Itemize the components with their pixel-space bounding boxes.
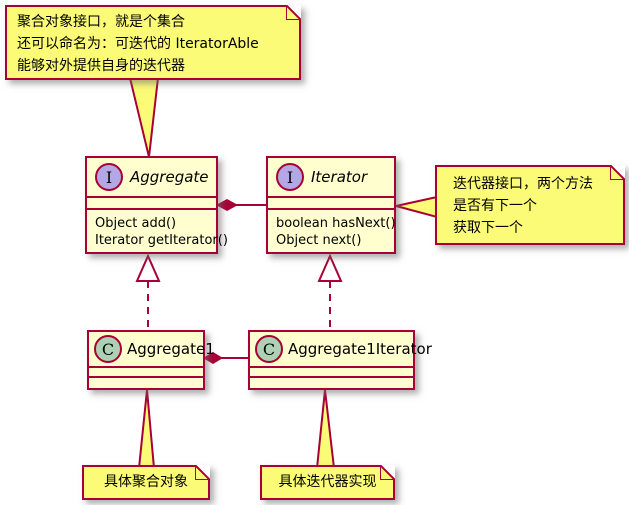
class-name: Aggregate: [130, 168, 209, 186]
class-name: Aggregate1: [127, 340, 215, 358]
class-name: Iterator: [311, 168, 368, 186]
note-iterator: 迭代器接口，两个方法 是否有下一个 获取下一个: [435, 165, 625, 245]
methods-compartment: [89, 378, 203, 388]
method: Object next(): [276, 233, 362, 248]
note-tail-top: [128, 77, 160, 158]
note-tail-right: [395, 195, 438, 219]
note-text: 具体聚合对象: [104, 474, 188, 490]
class-header: I Iterator: [268, 158, 394, 198]
class-box-iterator: I Iterator boolean hasNext() Object next…: [266, 156, 396, 254]
note-text: 还可以命名为：可迭代的 IteratorAble: [17, 36, 259, 52]
class-badge-icon: C: [94, 335, 122, 363]
class-header: C Aggregate1: [89, 332, 215, 368]
note-fold-corner-icon: [610, 165, 625, 180]
realization-triangle-left: [135, 253, 161, 282]
note-aggregate: 聚合对象接口，就是个集合 还可以命名为：可迭代的 IteratorAble 能够…: [5, 5, 301, 80]
note-text: 聚合对象接口，就是个集合: [17, 14, 185, 30]
composition-diamond-top: [216, 199, 238, 211]
class-box-aggregate: I Aggregate Object add() Iterator getIte…: [85, 156, 228, 254]
class-box-aggregate1: C Aggregate1: [87, 330, 215, 390]
methods-compartment: [250, 378, 413, 388]
fields-compartment: [268, 198, 394, 210]
fields-compartment: [250, 368, 413, 378]
note-text: 迭代器接口，两个方法: [453, 176, 593, 192]
note-tail-bottom-left: [137, 389, 156, 469]
note-aggregate1: 具体聚合对象: [82, 465, 210, 500]
interface-badge-icon: I: [276, 163, 304, 191]
realization-triangle-right: [317, 253, 343, 282]
note-text: 具体迭代器实现: [278, 474, 377, 490]
note-text: 获取下一个: [453, 220, 523, 236]
note-fold-corner-icon: [286, 5, 301, 20]
class-badge-icon: C: [255, 335, 283, 363]
note-tail-bottom-right: [315, 389, 336, 469]
fields-compartment: [87, 198, 216, 210]
class-name: Aggregate1Iterator: [288, 340, 432, 358]
methods-compartment: boolean hasNext() Object next(): [268, 210, 396, 254]
class-header: I Aggregate: [87, 158, 216, 198]
fields-compartment: [89, 368, 203, 378]
note-aggregate1iterator: 具体迭代器实现: [260, 465, 395, 500]
note-text: 能够对外提供自身的迭代器: [17, 58, 185, 74]
methods-compartment: Object add() Iterator getIterator(): [87, 210, 228, 254]
method: Iterator getIterator(): [95, 233, 228, 248]
method: Object add(): [95, 216, 177, 231]
method: boolean hasNext(): [276, 216, 396, 231]
interface-badge-icon: I: [95, 163, 123, 191]
note-text: 是否有下一个: [453, 198, 537, 214]
note-fold-corner-icon: [195, 465, 210, 480]
class-box-aggregate1iterator: C Aggregate1Iterator: [248, 330, 432, 390]
class-header: C Aggregate1Iterator: [250, 332, 432, 368]
note-fold-corner-icon: [380, 465, 395, 480]
